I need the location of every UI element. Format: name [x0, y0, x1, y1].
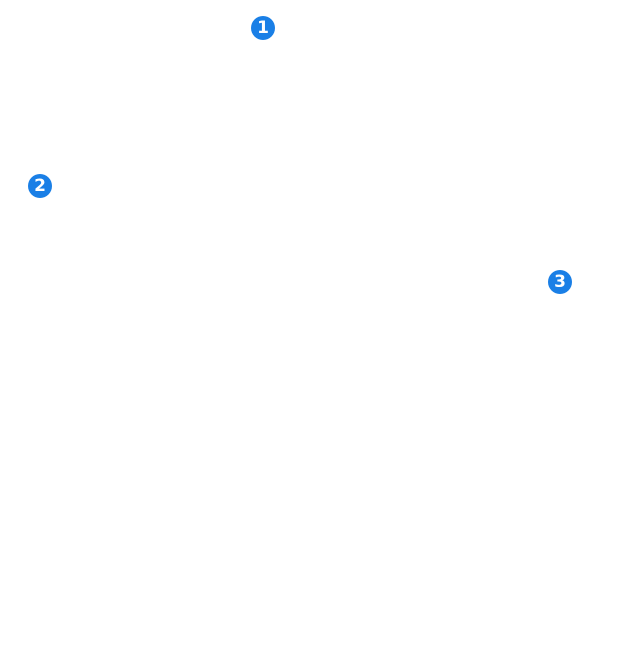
callout-marker-3-icon: 3	[548, 270, 572, 294]
callout-marker-1-icon: 1	[251, 16, 275, 40]
callout-marker-2-icon: 2	[28, 174, 52, 198]
